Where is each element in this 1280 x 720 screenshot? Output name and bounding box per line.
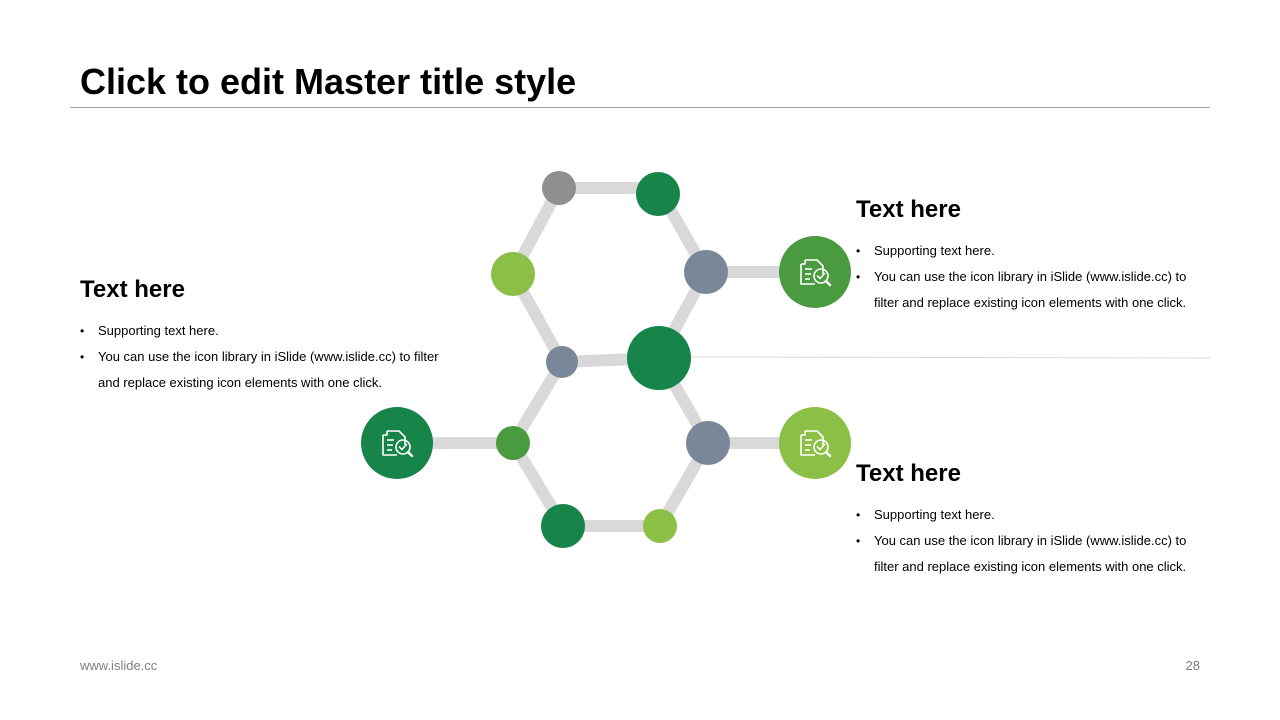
bullet-list: Supporting text here. You can use the ic… xyxy=(856,502,1206,580)
node-slate xyxy=(684,250,728,294)
node-slate-small xyxy=(546,346,578,378)
page-number: 28 xyxy=(1185,658,1200,673)
node-dark-green-bottom xyxy=(541,504,585,548)
node-mid-green xyxy=(496,426,530,460)
block-heading[interactable]: Text here xyxy=(80,276,185,303)
node-gray xyxy=(542,171,576,205)
bullet-item[interactable]: Supporting text here. xyxy=(80,318,460,344)
icon-node-top-right xyxy=(779,236,851,308)
text-block-top-right: Text here Supporting text here. You can … xyxy=(856,196,1206,316)
icon-node-bottom-right xyxy=(779,407,851,479)
text-block-bottom-right: Text here Supporting text here. You can … xyxy=(856,460,1206,580)
text-block-left: Text here Supporting text here. You can … xyxy=(80,276,460,396)
node-dark-green xyxy=(636,172,680,216)
bullet-item[interactable]: You can use the icon library in iSlide (… xyxy=(80,344,460,396)
bullet-item[interactable]: You can use the icon library in iSlide (… xyxy=(856,264,1206,316)
node-light-green xyxy=(491,252,535,296)
bullet-list: Supporting text here. You can use the ic… xyxy=(856,238,1206,316)
title-divider xyxy=(70,107,1210,108)
guide-line xyxy=(689,356,1211,359)
node-slate-lower xyxy=(686,421,730,465)
bullet-item[interactable]: Supporting text here. xyxy=(856,502,1206,528)
node-center xyxy=(627,326,691,390)
block-heading[interactable]: Text here xyxy=(856,196,961,223)
slide-title[interactable]: Click to edit Master title style xyxy=(80,61,577,102)
icon-node-left xyxy=(361,407,433,479)
bullet-item[interactable]: Supporting text here. xyxy=(856,238,1206,264)
node-light-green-bottom xyxy=(643,509,677,543)
footer-url[interactable]: www.islide.cc xyxy=(80,658,158,673)
bullet-list: Supporting text here. You can use the ic… xyxy=(80,318,460,396)
bullet-item[interactable]: You can use the icon library in iSlide (… xyxy=(856,528,1206,580)
block-heading[interactable]: Text here xyxy=(856,460,961,487)
